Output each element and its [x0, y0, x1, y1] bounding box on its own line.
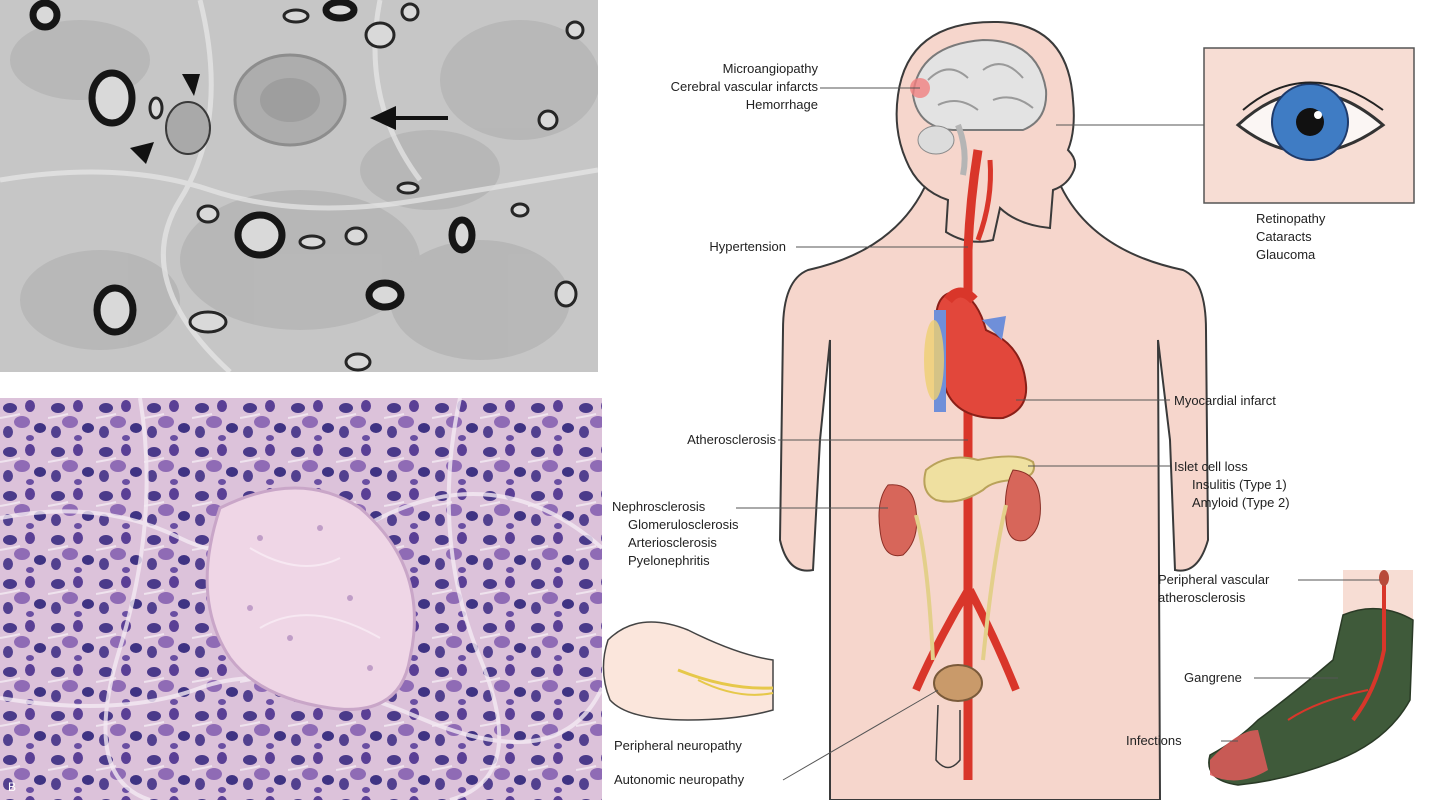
label-islet-cell-loss: Islet cell loss [1174, 459, 1248, 474]
label-hemorrhage: Hemorrhage [745, 97, 818, 112]
kidney-label: Nephrosclerosis Glomerulosclerosis Arter… [612, 498, 739, 570]
label-hypertension: Hypertension [709, 239, 786, 254]
label-infections: Infections [1126, 733, 1182, 748]
nerve-micrograph [0, 0, 598, 372]
brain-label: Microangiopathy Cerebral vascular infarc… [671, 60, 818, 114]
label-microangiopathy: Microangiopathy [722, 61, 818, 76]
label-peripheral-neuropathy: Peripheral neuropathy [614, 738, 742, 753]
pvd-label: Peripheral vascular atherosclerosis [1158, 571, 1269, 607]
islet-label: Islet cell loss Insulitis (Type 1) Amylo… [1174, 458, 1290, 512]
pancreas-micrograph: B [0, 398, 602, 800]
label-glomerulosclerosis: Glomerulosclerosis [628, 517, 739, 532]
label-peripheral-vascular: Peripheral vascular [1158, 572, 1270, 587]
label-amyloid: Amyloid (Type 2) [1192, 495, 1290, 510]
label-insulitis: Insulitis (Type 1) [1192, 477, 1287, 492]
label-nephrosclerosis: Nephrosclerosis [612, 499, 706, 514]
label-atherosclerosis: Atherosclerosis [687, 432, 776, 447]
label-gangrene: Gangrene [1184, 670, 1242, 685]
body-illustration [602, 20, 1415, 800]
diabetes-complications-diagram: Microangiopathy Cerebral vascular infarc… [598, 0, 1440, 800]
label-autonomic-neuropathy: Autonomic neuropathy [614, 772, 745, 787]
label-arteriosclerosis: Arteriosclerosis [628, 535, 717, 550]
label-cataracts: Cataracts [1256, 229, 1312, 244]
pancreas-micrograph-art [0, 398, 602, 800]
eye-label: Retinopathy Cataracts Glaucoma [1256, 210, 1325, 264]
label-cerebral-vascular-infarcts: Cerebral vascular infarcts [670, 79, 818, 94]
nerve-micrograph-art [0, 0, 598, 372]
panel-letter: B [8, 780, 17, 794]
label-pvd-atherosclerosis: atherosclerosis [1158, 590, 1246, 605]
label-pyelonephritis: Pyelonephritis [628, 553, 710, 568]
label-myocardial-infarct: Myocardial infarct [1174, 393, 1276, 408]
label-retinopathy: Retinopathy [1256, 211, 1326, 226]
label-glaucoma: Glaucoma [1256, 247, 1316, 262]
